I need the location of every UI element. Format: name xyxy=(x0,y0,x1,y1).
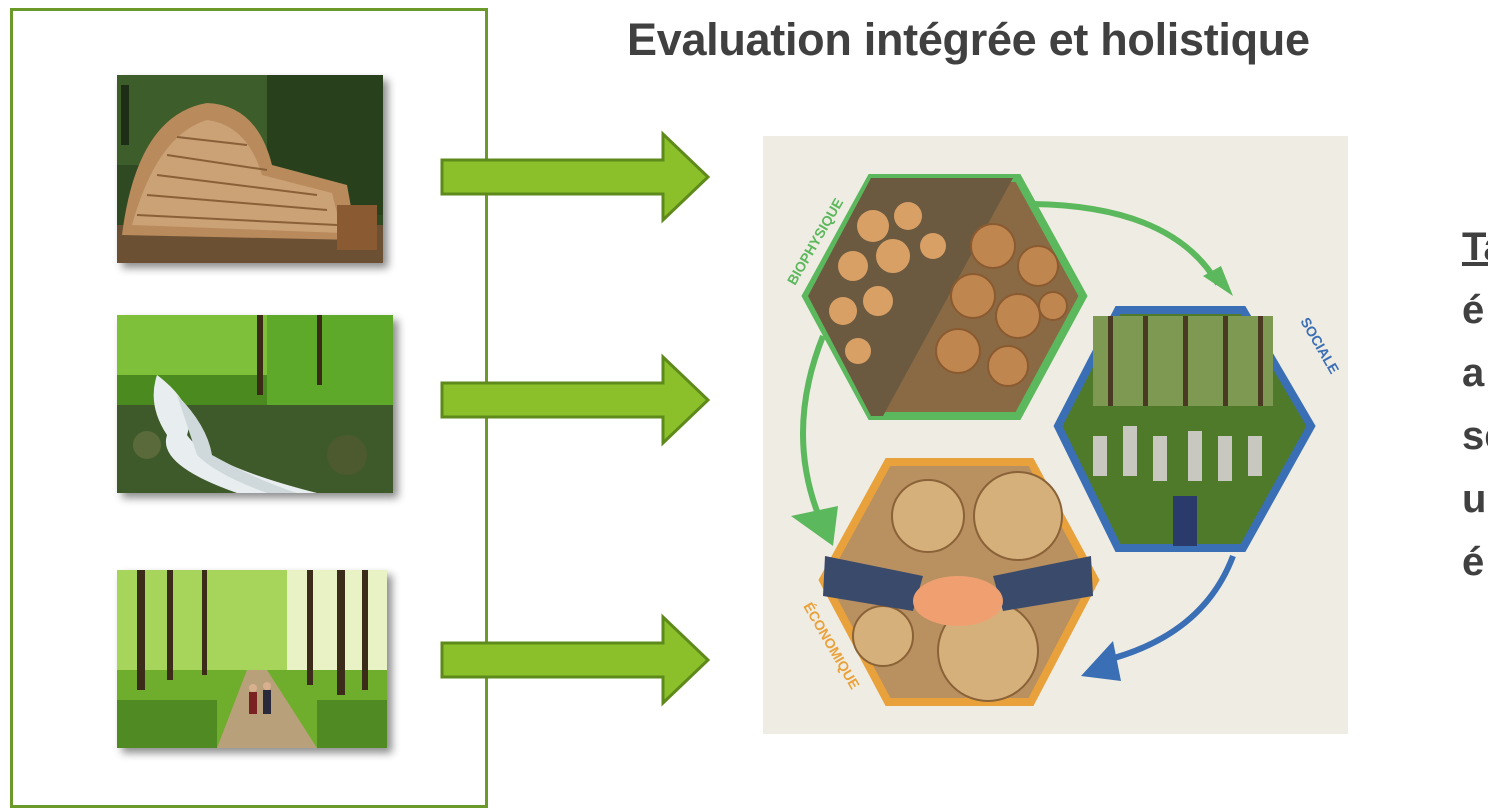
label-sociale: SOCIALE xyxy=(1297,315,1342,377)
biophysique-hexagon xyxy=(801,174,1088,420)
cycle-arrow-green xyxy=(800,334,826,528)
forest-stream-photo xyxy=(117,315,393,493)
sustainability-diagram: BIOPHYSIQUE SOCIALE ÉCONOMIQUE xyxy=(763,136,1348,734)
arrow-right-icon xyxy=(440,353,711,447)
side-text-line: a xyxy=(1462,351,1485,395)
sociale-hexagon xyxy=(1053,306,1316,552)
side-text-line: u xyxy=(1462,477,1487,521)
side-text-line: se xyxy=(1462,414,1488,458)
arrowhead-icon xyxy=(1203,266,1233,296)
wood-pile-photo xyxy=(117,75,383,263)
side-text-line: Ta xyxy=(1462,225,1488,269)
economique-hexagon xyxy=(818,458,1100,706)
arrowhead-icon xyxy=(791,506,838,546)
arrowhead-icon xyxy=(1081,641,1121,681)
side-text-fragment: Ta é a se u é xyxy=(1462,216,1488,594)
cycle-arrow-green xyxy=(1032,201,1221,286)
side-text-line: é xyxy=(1462,540,1485,584)
cycle-arrow-blue xyxy=(1102,554,1236,664)
page-title: Evaluation intégrée et holistique xyxy=(627,14,1310,65)
forest-path-walkers-photo xyxy=(117,570,387,748)
arrow-right-icon xyxy=(440,613,711,707)
arrow-right-icon xyxy=(440,130,711,224)
side-text-line: é xyxy=(1462,288,1485,332)
